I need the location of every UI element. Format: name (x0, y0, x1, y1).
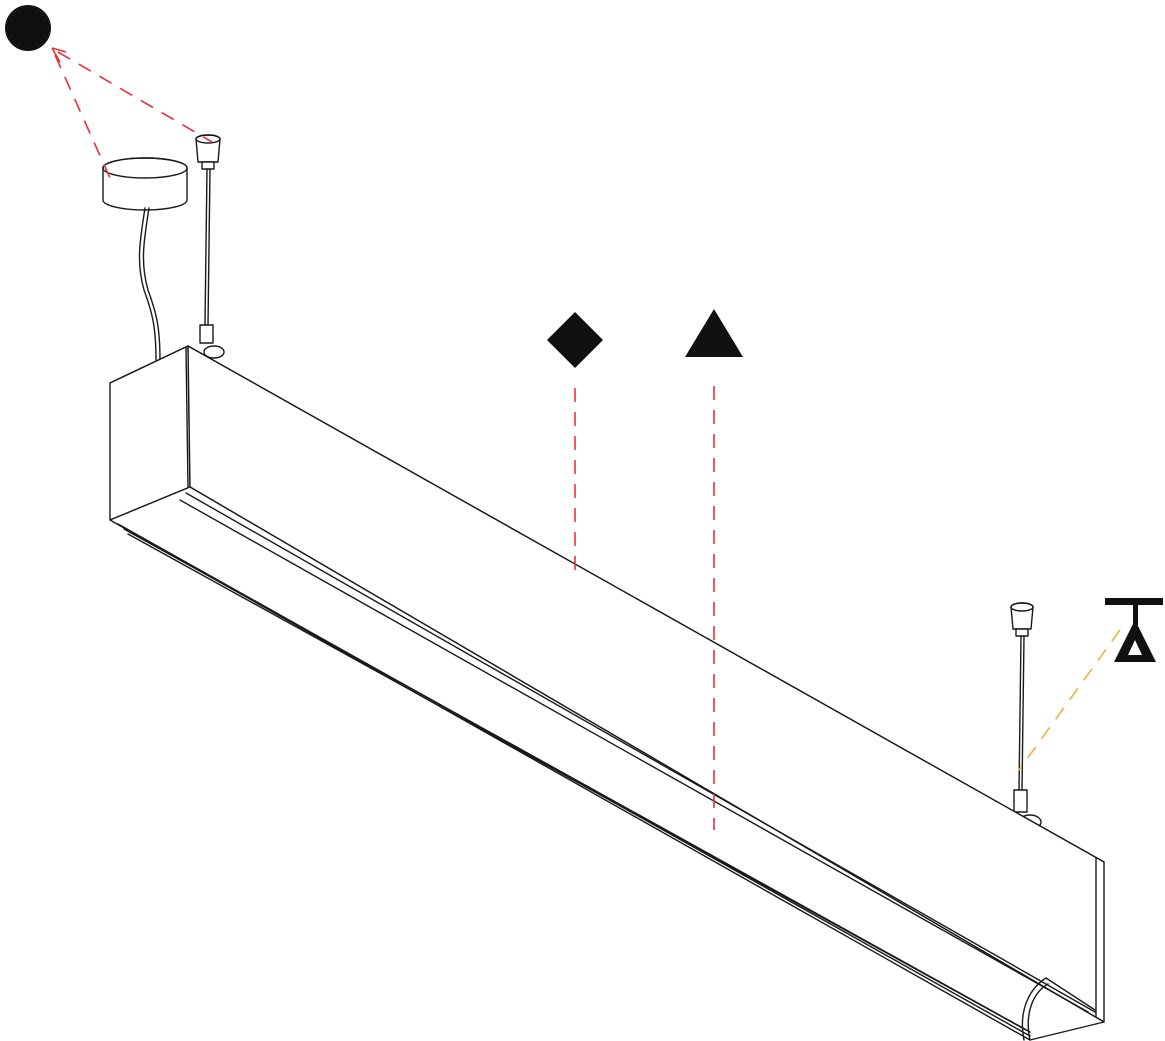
ceiling-canopy (102, 157, 188, 211)
suspension-fitting-right (1010, 602, 1034, 637)
markers (5, 5, 1163, 662)
leader-line-circle-b (57, 51, 213, 143)
marker-t-anchor-icon (1105, 598, 1163, 662)
leader-arrowhead (51, 47, 67, 63)
leader-line-circle-a (54, 54, 111, 179)
suspension-wire-left (204, 168, 208, 326)
luminaire-body (109, 345, 1105, 1041)
power-cable (138, 207, 157, 361)
suspension-wire-right (1018, 635, 1022, 791)
wire-gripper-left (199, 324, 225, 359)
marker-triangle-icon (685, 309, 743, 357)
marker-diamond-icon (547, 312, 603, 368)
marker-circle-icon (5, 5, 51, 51)
leader-line-t-anchor (1018, 629, 1121, 771)
